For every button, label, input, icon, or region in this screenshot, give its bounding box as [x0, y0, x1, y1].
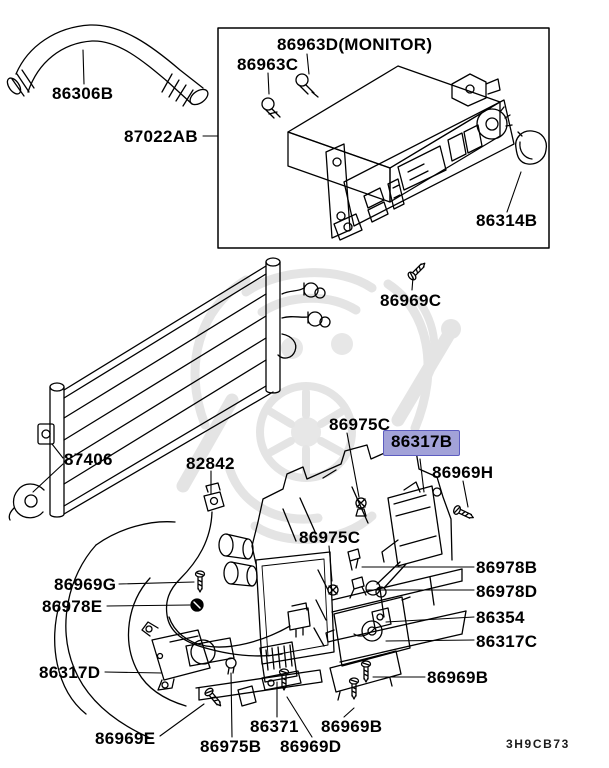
- heater-unit-drawing: [54, 438, 467, 739]
- screw-86969c-drawing: [407, 262, 426, 281]
- pipe-fittings-drawing: [277, 282, 331, 359]
- part-label-87022ab: 87022AB: [124, 127, 198, 146]
- part-label-86963d-monitor: 86963D(MONITOR): [277, 35, 433, 54]
- screw-86969h-drawing: [453, 505, 474, 519]
- bulb-86963c-drawing: [261, 97, 275, 111]
- screw-86969g-drawing: [194, 570, 206, 593]
- condenser-drawing: [8, 257, 281, 521]
- part-label-86969g: 86969G: [54, 575, 117, 594]
- part-label-86371: 86371: [250, 717, 299, 736]
- part-label-86963c: 86963C: [237, 55, 299, 74]
- screw-86969d-drawing: [278, 668, 290, 691]
- heater-hose-drawing: [6, 24, 209, 107]
- part-label-86354: 86354: [476, 608, 525, 627]
- leader-lines: [32, 49, 522, 738]
- antenna-cable-drawing: [165, 511, 283, 657]
- part-label-87406: 87406: [64, 450, 113, 469]
- part-label-86978e: 86978E: [42, 597, 103, 616]
- part-label-86969b-right: 86969B: [427, 668, 489, 687]
- control-unit-drawing: [261, 65, 548, 241]
- diagram-code: 3H9CB73: [506, 737, 570, 751]
- part-label-86969e: 86969E: [95, 729, 156, 748]
- knob-86314b-drawing: [515, 130, 548, 165]
- screw-86969b-bottom-drawing: [348, 677, 360, 700]
- part-label-86317b-highlighted[interactable]: 86317B: [383, 430, 461, 456]
- bulb-86963d-drawing: [295, 73, 309, 87]
- part-label-86975c-mid: 86975C: [299, 528, 361, 547]
- watermark-graphic: [176, 268, 461, 544]
- part-label-86317c: 86317C: [476, 632, 538, 651]
- part-label-86969c: 86969C: [380, 291, 442, 310]
- actuator-86317d-drawing: [151, 629, 211, 681]
- screw-86969e-drawing: [204, 687, 222, 707]
- part-label-86978d: 86978D: [476, 582, 538, 601]
- actuator-86317b-drawing: [387, 485, 443, 567]
- part-label-86969h: 86969H: [432, 463, 494, 482]
- part-label-86978b: 86978B: [476, 558, 538, 577]
- part-label-86306b: 86306B: [52, 84, 114, 103]
- part-label-86969d: 86969D: [280, 737, 342, 756]
- part-label-86314b: 86314B: [476, 211, 538, 230]
- resistor-86371-drawing: [259, 641, 298, 683]
- part-label-86975b: 86975B: [200, 737, 262, 756]
- part-label-82842: 82842: [186, 454, 235, 473]
- part-label-86969b-bottom: 86969B: [321, 717, 383, 736]
- part-label-86975c-top: 86975C: [329, 415, 391, 434]
- screw-86969b-right-drawing: [360, 660, 372, 683]
- actuator-86317c-drawing: [333, 596, 411, 667]
- part-label-86317d: 86317D: [39, 663, 101, 682]
